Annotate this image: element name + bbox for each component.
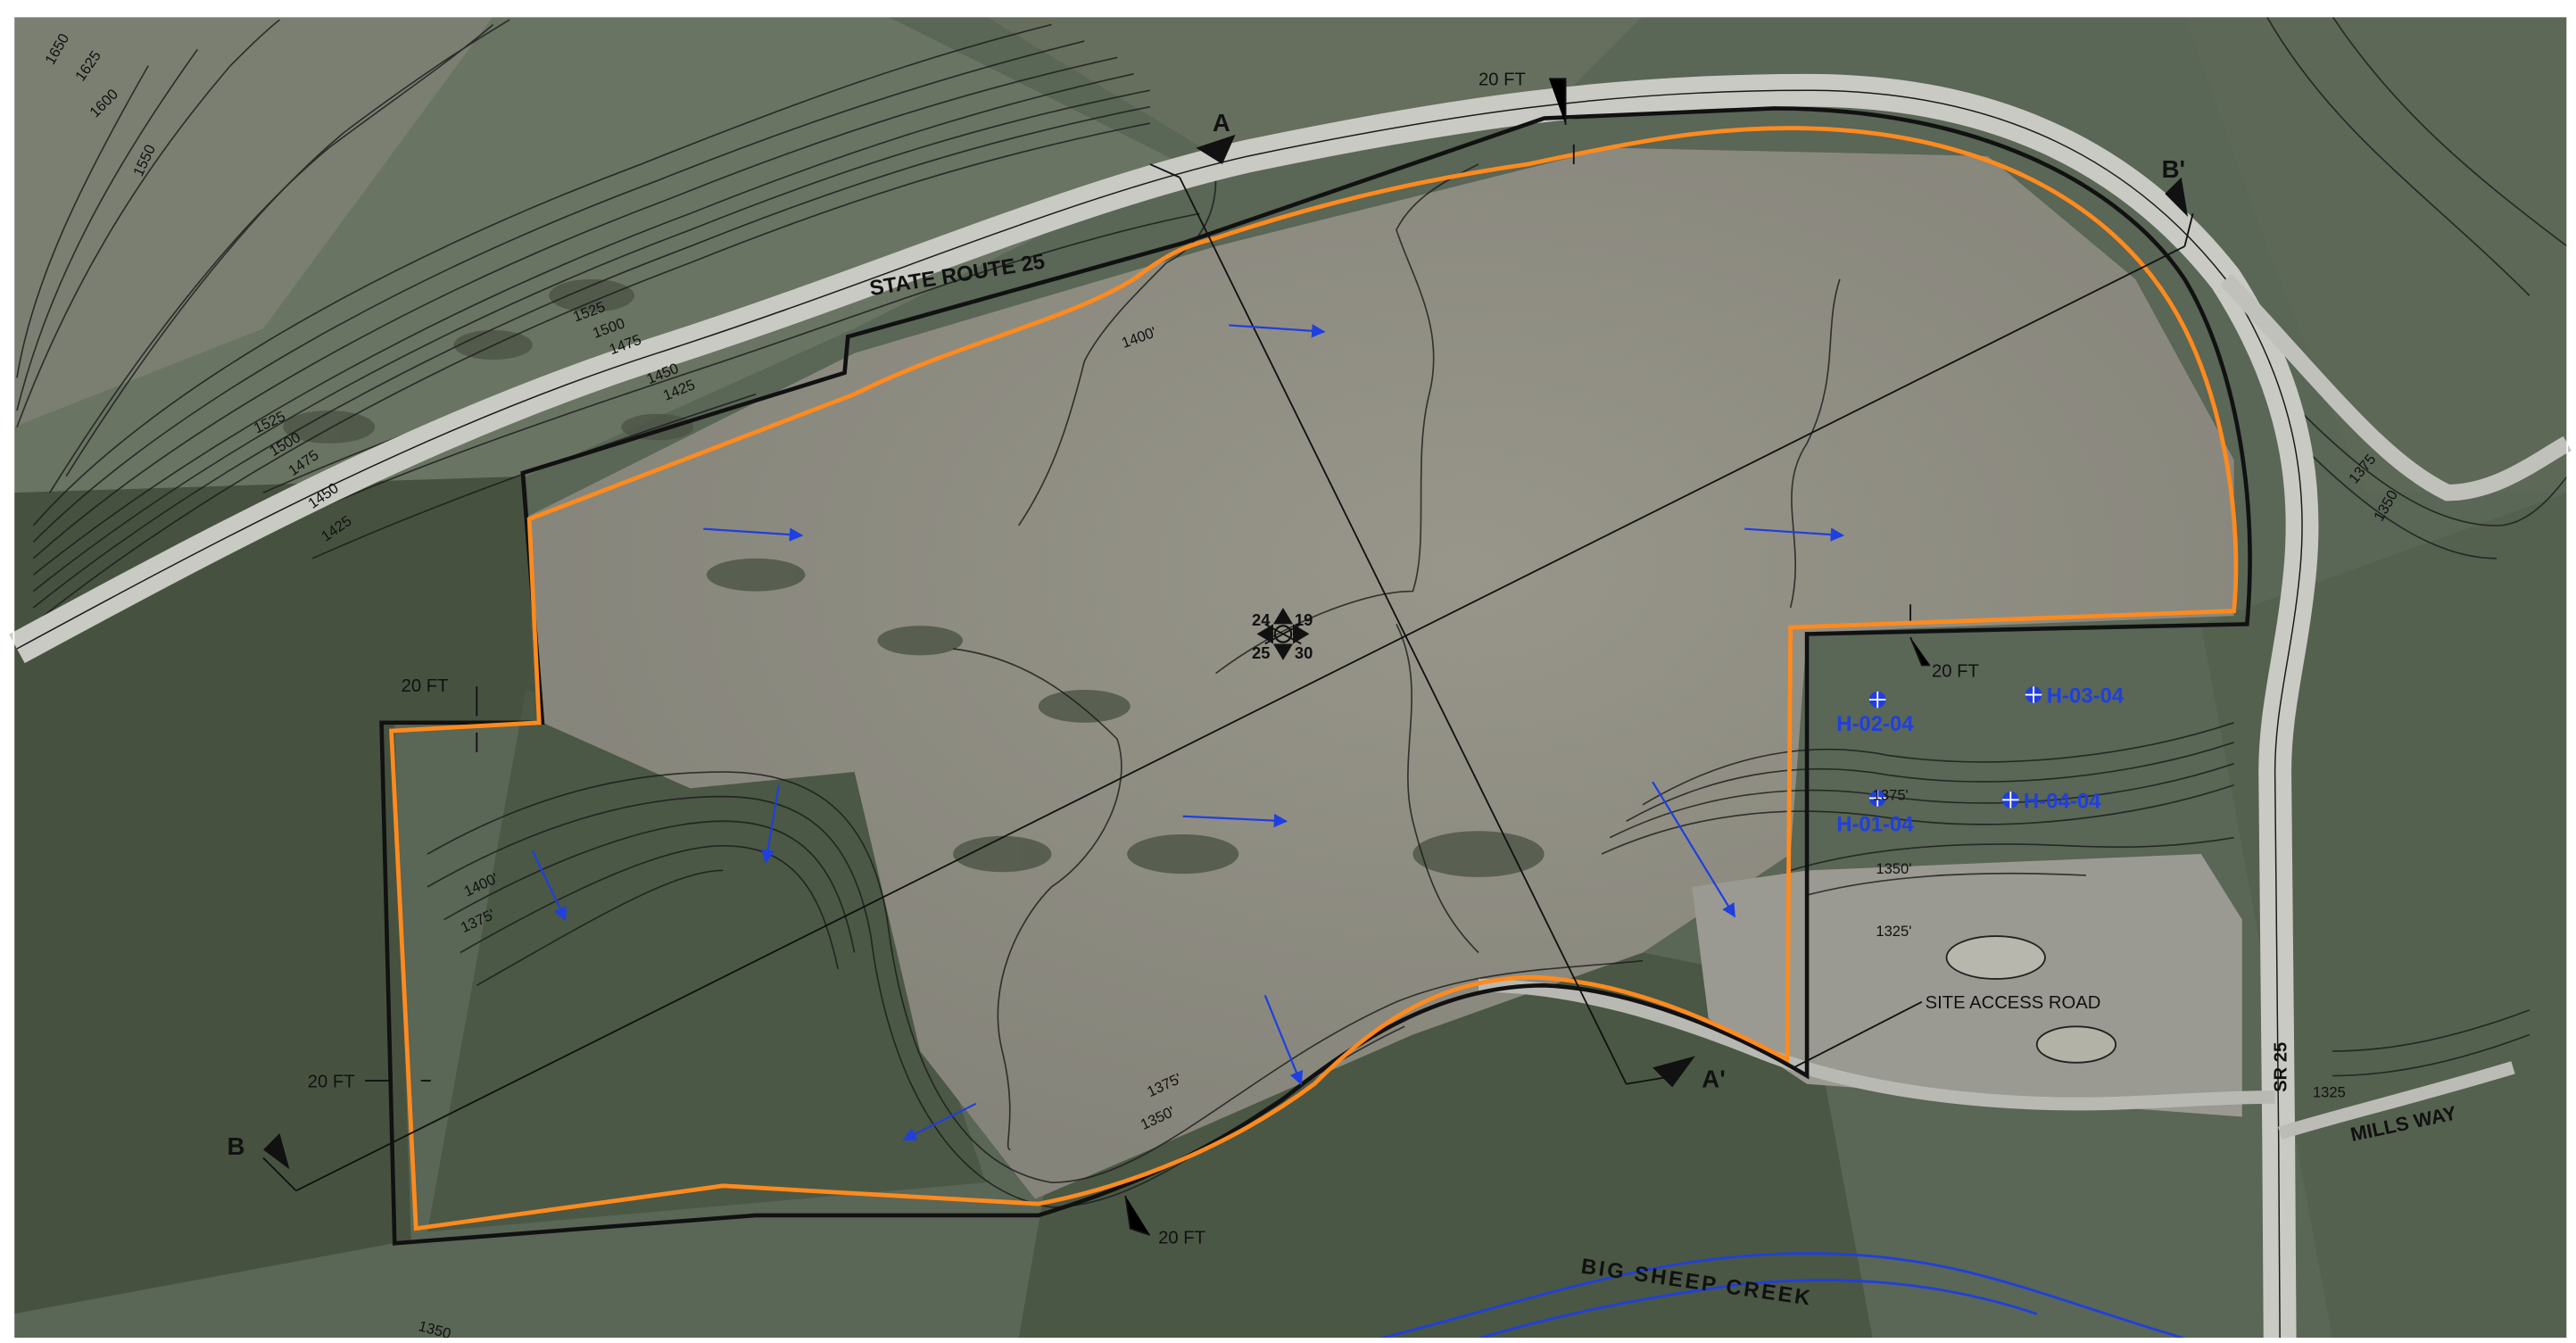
section-line-a (1179, 177, 1628, 1085)
borehole-h-01-04-icon[interactable] (1869, 790, 1886, 807)
borehole-h-02-04-icon[interactable] (1869, 691, 1886, 709)
section-number-nw: 24 (1252, 610, 1271, 629)
cross-section-lines (262, 163, 2194, 1192)
borehole-h-02-04-label[interactable]: H-02-04 (1836, 712, 1914, 736)
contour-lines (16, 15, 2568, 1208)
dimension-label-bottom-left: 20 FT (308, 1072, 355, 1091)
parcel-outline (379, 106, 2252, 1246)
mills-way-road (2277, 1061, 2515, 1140)
borehole-h-03-04-label[interactable]: H-03-04 (2047, 684, 2125, 709)
dimension-ticks (365, 78, 1931, 1236)
sr25-label: SR 25 (2272, 1042, 2291, 1092)
section-corner-symbol: 24 19 25 30 (1252, 607, 1313, 662)
flow-arrow (760, 784, 781, 864)
dimension-label-right: 20 FT (1932, 661, 1979, 681)
section-a-arrow-bottom (1652, 1056, 1695, 1088)
section-a-arrow-top (1196, 134, 1236, 165)
borehole-h-01-04-label[interactable]: H-01-04 (1836, 812, 1914, 836)
dimension-label-bottom: 20 FT (1158, 1228, 1205, 1248)
flow-arrow (1182, 813, 1288, 828)
flow-arrow (1229, 324, 1326, 338)
aerial-imagery (13, 16, 2568, 1339)
section-number-se: 30 (1295, 643, 1313, 662)
section-number-ne: 19 (1295, 610, 1313, 629)
flow-arrow (1744, 527, 1845, 542)
contour-label: 1375' (1873, 786, 1909, 803)
section-a-prime-label: A' (1702, 1065, 1725, 1092)
section-b-prime-label: B' (2162, 155, 2186, 183)
roads (9, 73, 2572, 1339)
borehole-h-04-04-icon[interactable] (2002, 792, 2019, 808)
borehole-h-03-04-icon[interactable] (2025, 686, 2042, 703)
section-b-label: B (228, 1132, 245, 1160)
dimension-label-top: 20 FT (1479, 70, 1526, 90)
contour-label: 1350' (1876, 860, 1911, 877)
site-access-road-label: SITE ACCESS ROAD (1926, 993, 2101, 1013)
contour-label: 1325 (2313, 1083, 2346, 1100)
drainage-flow-arrows (531, 324, 1845, 1141)
flow-arrow (902, 1102, 977, 1141)
property-boundary (389, 126, 2239, 1231)
flow-arrow (1263, 994, 1304, 1086)
section-number-sw: 25 (1252, 643, 1270, 662)
flow-arrow (703, 527, 804, 542)
dimension-label-left: 20 FT (402, 676, 449, 696)
section-b-arrow-right (2165, 177, 2189, 217)
section-b-arrow-left (263, 1132, 290, 1170)
section-a-label: A (1213, 109, 1230, 137)
flow-arrow (531, 850, 567, 922)
section-line-b (295, 245, 2185, 1192)
section-marker-arrows (263, 134, 2189, 1170)
site-access-road-path (1478, 978, 2275, 1111)
borehole-symbols (1869, 686, 2042, 808)
flow-arrow (1652, 781, 1736, 918)
big-sheep-creek (1379, 1252, 2185, 1340)
borehole-h-04-04-label[interactable]: H-04-04 (2024, 790, 2101, 814)
contour-label: 1325' (1876, 923, 1911, 940)
